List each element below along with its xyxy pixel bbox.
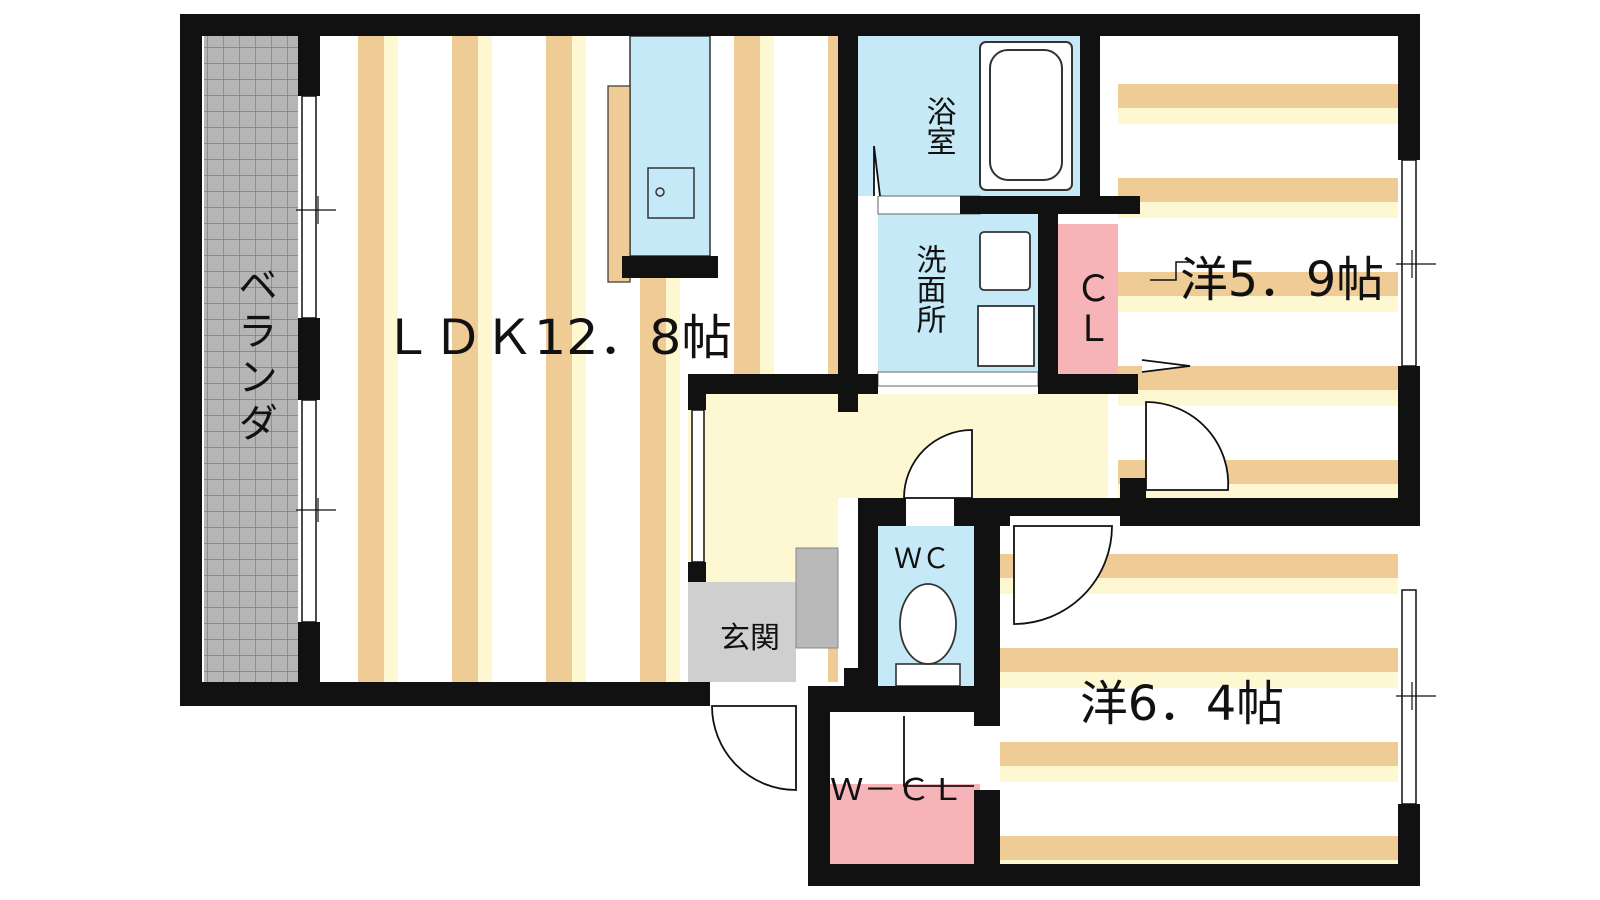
kitchen-shelf: [607, 85, 631, 283]
closet-label: ＣＬ: [1070, 270, 1111, 350]
kitchen-sink: [647, 167, 695, 219]
bathtub: [979, 41, 1073, 191]
veranda-floor: [204, 36, 298, 682]
toilet-bowl: [899, 583, 957, 665]
walls: [180, 14, 1420, 886]
hall-floor: [688, 394, 1108, 498]
ldk-label: ＬＤＫ12．8帖: [382, 310, 732, 366]
closet-floor: [1058, 224, 1118, 378]
toilet-tank: [895, 663, 961, 687]
entrance-label: 玄関: [720, 621, 780, 656]
washing-machine: [977, 305, 1035, 367]
shoe-box: [795, 547, 839, 649]
veranda-label: ベランダ: [231, 264, 277, 448]
windows: [301, 95, 1417, 805]
entrance-floor: [688, 582, 796, 682]
western-b-label: 洋6．4帖: [1080, 676, 1284, 732]
western-a-label: 洋5．9帖: [1180, 252, 1384, 308]
bath-label: 浴室: [921, 96, 956, 156]
wc-label: ＷＣ: [894, 542, 950, 575]
wash-basin: [979, 231, 1031, 291]
walk-in-closet-label: Ｗ－ＣＬ: [830, 773, 964, 808]
washroom-label: 洗面所: [911, 244, 947, 334]
kitchen-counter: [629, 35, 711, 257]
doors: [711, 145, 1230, 791]
